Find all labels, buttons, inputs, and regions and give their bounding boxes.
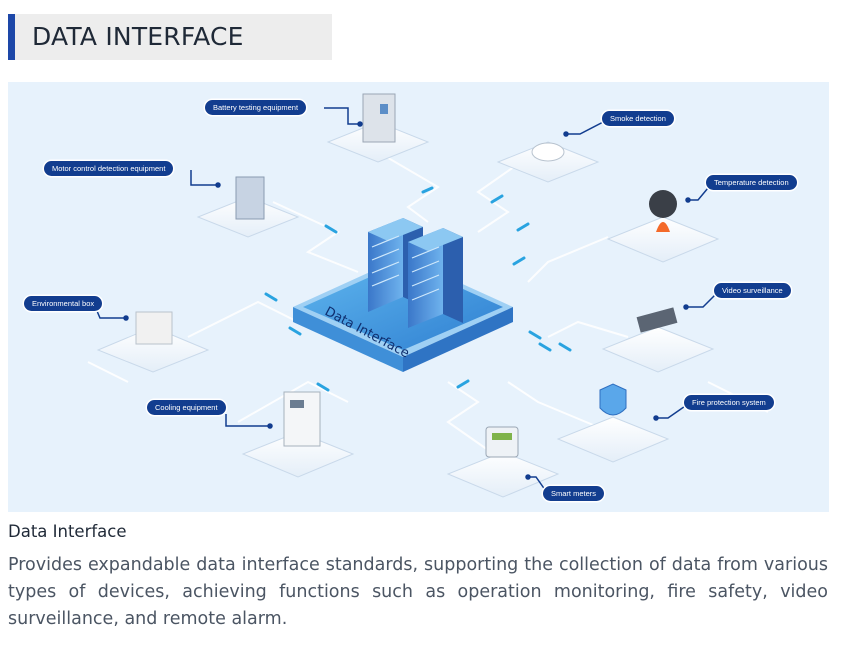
tile-smart-meters bbox=[446, 426, 560, 498]
page-title: DATA INTERFACE bbox=[32, 22, 244, 51]
tile-smoke-detection bbox=[496, 141, 600, 183]
label-video-surveillance: Video surveillance bbox=[714, 283, 791, 298]
tile-battery-testing bbox=[326, 93, 430, 163]
label-temperature-detection: Temperature detection bbox=[706, 175, 797, 190]
section-description: Provides expandable data interface stand… bbox=[8, 555, 828, 629]
tile-temperature-detection bbox=[606, 190, 720, 263]
label-smoke-detection: Smoke detection bbox=[602, 111, 674, 126]
label-leaders bbox=[93, 107, 721, 495]
tile-motor-control bbox=[196, 176, 300, 238]
section-title: Data Interface bbox=[8, 522, 127, 541]
section-header: DATA INTERFACE bbox=[8, 14, 332, 60]
data-interface-diagram: Data Interface bbox=[8, 82, 829, 512]
label-motor-control-detection-equipment: Motor control detection equipment bbox=[44, 161, 174, 176]
server-rack-right bbox=[408, 228, 463, 328]
tile-fire-protection bbox=[556, 383, 670, 463]
data-interface-hub bbox=[293, 218, 513, 372]
tile-video-surveillance bbox=[601, 307, 715, 373]
device-tiles bbox=[96, 93, 720, 498]
label-environmental-box: Environmental box bbox=[24, 296, 103, 311]
label-smart-meters: Smart meters bbox=[543, 486, 605, 501]
label-fire-protection-system: Fire protection system bbox=[684, 395, 774, 410]
diagram-graphics: Data Interface bbox=[87, 93, 769, 498]
header-accent-bar bbox=[8, 14, 15, 60]
label-cooling-equipment: Cooling equipment bbox=[147, 400, 226, 415]
tile-cooling-equipment bbox=[241, 391, 355, 478]
link-dashes bbox=[264, 186, 572, 392]
label-battery-testing-equipment: Battery testing equipment bbox=[205, 100, 307, 115]
tile-environmental-box bbox=[96, 311, 210, 373]
